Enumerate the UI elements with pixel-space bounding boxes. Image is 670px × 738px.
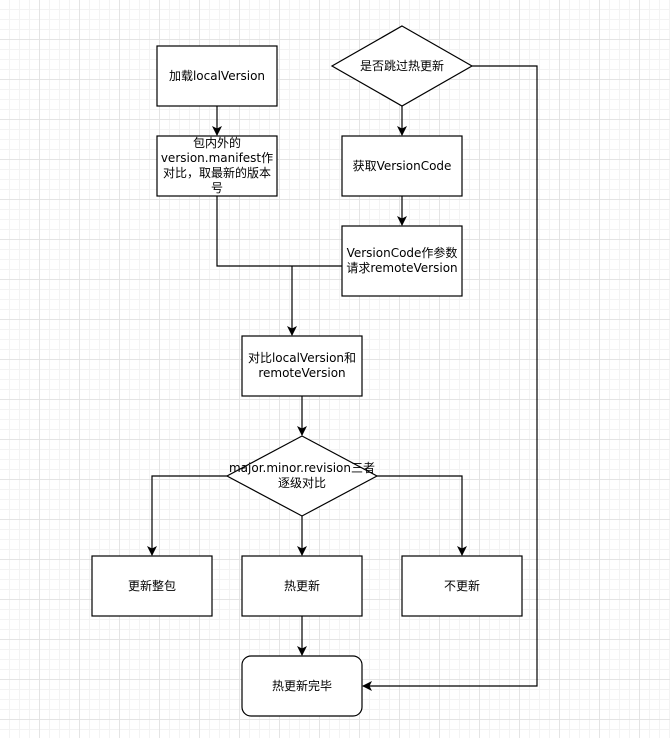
compare-manifest-text: 包内外的version.manifest作对比，取最新的版本号	[160, 136, 274, 195]
hot-update-done-text: 热更新完毕	[271, 678, 332, 693]
compare-manifest-box	[156, 135, 278, 197]
compare-manifest-label: 包内外的version.manifest作对比，取最新的版本号	[157, 136, 277, 196]
load-local-text: 加载localVersion	[168, 68, 266, 83]
compare-versions-text: 对比localVersion和remoteVersion	[247, 351, 357, 380]
hot-update-done-label: 热更新完毕	[242, 656, 362, 716]
hot-update-box	[241, 555, 363, 617]
request-remote-text: VersionCode作参数请求remoteVersion	[346, 246, 458, 275]
compare-versions-label: 对比localVersion和remoteVersion	[242, 336, 362, 396]
hot-update-text: 热更新	[283, 578, 320, 593]
request-remote-label: VersionCode作参数请求remoteVersion	[342, 226, 462, 296]
skip-decision-label: 是否跳过热更新	[342, 46, 462, 86]
load-local-label: 加载localVersion	[157, 46, 277, 106]
get-version-code-box	[341, 135, 463, 197]
full-update-label: 更新整包	[92, 556, 212, 616]
edge-skip-to-done	[362, 65, 538, 691]
hot-update-label: 热更新	[242, 556, 362, 616]
skip-decision-text: 是否跳过热更新	[359, 58, 444, 73]
no-update-text: 不更新	[443, 578, 480, 593]
no-update-box	[401, 555, 523, 617]
level-compare-text: major.minor.revision三者逐级对比	[228, 461, 375, 490]
get-version-code-label: 获取VersionCode	[342, 136, 462, 196]
full-update-box	[91, 555, 213, 617]
edge-manifest-to-merge	[216, 196, 292, 267]
load-local-box	[156, 45, 278, 107]
edge-level-to-no-update	[377, 475, 467, 556]
request-remote-box	[341, 225, 463, 297]
no-update-label: 不更新	[402, 556, 522, 616]
compare-versions-box	[241, 335, 363, 397]
get-version-code-text: 获取VersionCode	[352, 158, 452, 173]
edge-level-to-full-update	[147, 475, 227, 556]
level-compare-label: major.minor.revision三者逐级对比	[227, 456, 377, 496]
full-update-text: 更新整包	[127, 578, 176, 593]
